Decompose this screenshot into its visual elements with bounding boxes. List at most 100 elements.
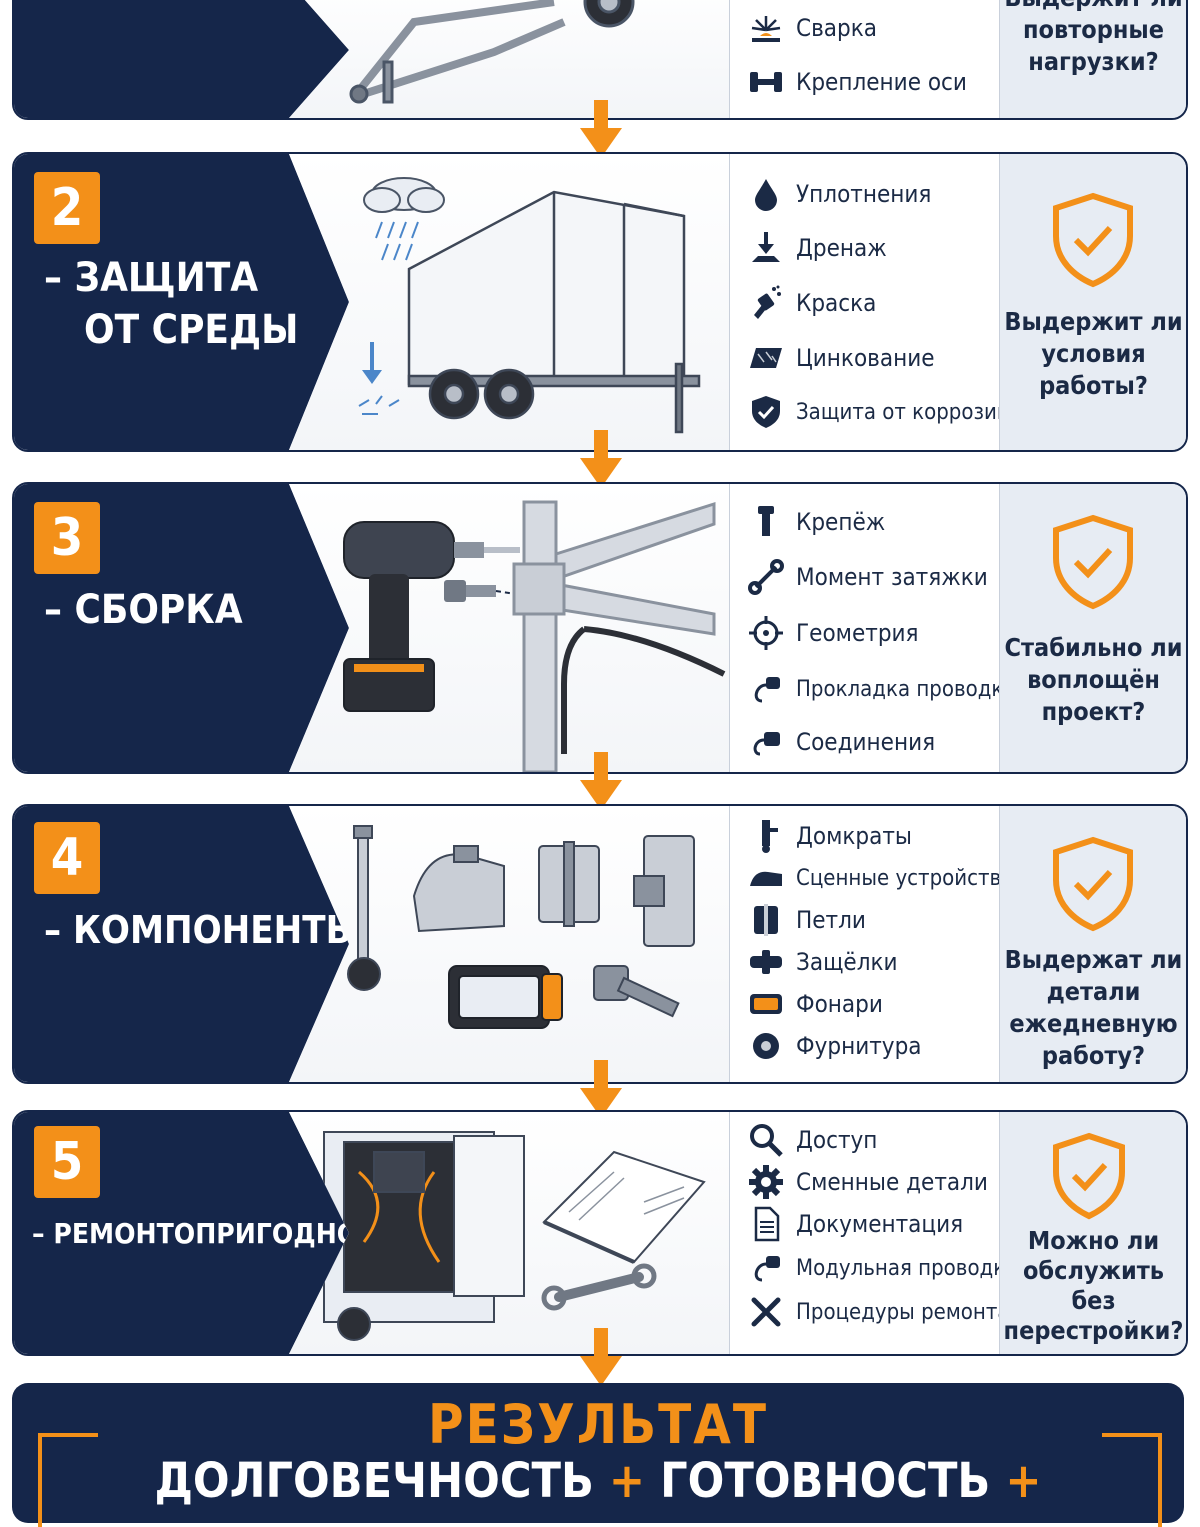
document-icon <box>748 1206 784 1242</box>
item-label: Модульная проводка <box>796 1255 1018 1281</box>
section-3-illustration <box>289 484 729 772</box>
item-label: Момент затяжки <box>796 563 988 591</box>
axle-icon <box>748 64 784 100</box>
bolt-icon <box>444 580 496 602</box>
lamp-icon <box>748 986 784 1022</box>
item-label: Защита от коррозии <box>796 399 1010 425</box>
section-question: Стабильно ли воплощён проект? <box>1004 633 1183 726</box>
lamp-icon <box>448 965 563 1029</box>
list-item: Цинкование <box>748 340 935 376</box>
list-item: Петли <box>748 902 866 938</box>
section-3-checklist: Крепёж Момент затяжки Геометрия Прокладк… <box>729 484 1016 772</box>
list-item: Уплотнения <box>748 176 931 212</box>
manual-book-icon <box>542 1150 706 1264</box>
corner-bracket-left <box>38 1433 98 1527</box>
shield-check-icon <box>1053 514 1133 610</box>
item-label: Крепёж <box>796 508 886 536</box>
item-label: Сварка <box>796 14 878 42</box>
tools-icon <box>748 1294 784 1330</box>
section-number-badge: 5 <box>34 1126 100 1198</box>
flow-arrow-icon <box>580 100 622 158</box>
section-5-checklist: Доступ Сменные детали Документация Модул… <box>729 1112 1017 1354</box>
water-drop-icon <box>748 176 784 212</box>
cordless-drill-icon <box>343 521 520 712</box>
galvanized-plate-icon <box>748 340 784 376</box>
bolt-icon <box>593 965 680 1018</box>
item-label: Доступ <box>796 1126 878 1154</box>
hardware-icon <box>748 1028 784 1064</box>
list-item: Модульная проводка <box>748 1250 1017 1286</box>
list-item: Крепёж <box>748 504 885 540</box>
result-summary: ДОЛГОВЕЧНОСТЬ + ГОТОВНОСТЬ + <box>12 1453 1184 1509</box>
section-1-navy-panel <box>14 0 349 118</box>
jack-icon <box>748 818 784 854</box>
list-item: Процедуры ремонта <box>748 1294 1009 1330</box>
section-4-question-panel: Выдержат ли детали ежедневную работу? <box>999 806 1186 1082</box>
enclosed-trailer-illustration <box>358 177 701 434</box>
item-label: Фонари <box>796 990 883 1018</box>
section-title: – СБОРКА <box>44 587 243 633</box>
list-item: Соединения <box>748 724 935 760</box>
jack-icon <box>347 825 381 991</box>
item-label: Уплотнения <box>796 180 932 208</box>
section-title: – ЗАЩИТА <box>44 255 259 301</box>
item-label: Фурнитура <box>796 1032 922 1060</box>
crosshair-icon <box>748 615 784 651</box>
list-item: Сварка <box>748 10 877 46</box>
flow-arrow-icon <box>580 430 622 488</box>
list-item: Защита от коррозии <box>748 394 1010 430</box>
section-2-card: 2 – ЗАЩИТА ОТ СРЕДЫ Упл <box>12 152 1188 452</box>
item-label: Защёлки <box>796 948 898 976</box>
item-label: Цинкование <box>796 344 935 372</box>
item-label: Краска <box>796 289 877 317</box>
spray-paint-icon <box>748 285 784 321</box>
item-label: Сценные устройства <box>796 865 1014 891</box>
trailer-frame-illustration <box>349 0 635 104</box>
hinge-icon <box>538 841 600 927</box>
gear-icon <box>748 1164 784 1200</box>
coupler-icon <box>748 860 784 896</box>
coupler-icon <box>412 845 505 933</box>
item-label: Дренаж <box>796 234 887 262</box>
item-label: Петли <box>796 906 866 934</box>
section-5-question-panel: Можно ли обслужить без перестройки? <box>999 1112 1186 1354</box>
section-5-card: 5 – РЕМОНТОПРИГОДНОСТЬ Доступ <box>12 1110 1188 1356</box>
list-item: Краска <box>748 285 876 321</box>
hinge-icon <box>748 902 784 938</box>
corner-bracket-right <box>1102 1433 1162 1527</box>
section-title: – КОМПОНЕНТЫ <box>44 908 362 952</box>
welding-spark-icon <box>748 10 784 46</box>
section-5-illustration <box>289 1112 729 1354</box>
section-2-checklist: Уплотнения Дренаж Краска Цинкование Защи… <box>729 154 1010 450</box>
result-plus-trailing: + <box>1005 1453 1042 1509</box>
section-title-line2: ОТ СРЕДЫ <box>84 307 299 353</box>
latch-icon <box>633 835 695 947</box>
shield-check-icon <box>1053 192 1133 288</box>
electrical-cabinet-icon <box>323 1131 525 1341</box>
item-label: Документация <box>796 1210 964 1238</box>
section-4-checklist: Домкраты Сценные устройства Петли Защёлк… <box>729 806 1013 1082</box>
result-plus: + <box>608 1453 646 1509</box>
section-4-card: 4 – КОМПОНЕНТЫ <box>12 804 1188 1084</box>
drill-and-frame-illustration <box>343 500 726 772</box>
components-illustration <box>347 825 695 1029</box>
section-3-question-panel: Стабильно ли воплощён проект? <box>999 484 1186 772</box>
list-item: Документация <box>748 1206 963 1242</box>
cable-icon <box>748 671 784 707</box>
item-label: Соединения <box>796 728 936 756</box>
item-label: Домкраты <box>796 822 912 850</box>
service-access-illustration <box>323 1131 706 1341</box>
section-3-card: 3 – СБОРКА Кр <box>12 482 1188 774</box>
section-2-illustration <box>289 154 729 450</box>
section-4-illustration <box>289 806 729 1082</box>
connector-icon <box>748 724 784 760</box>
wrench-icon <box>541 1263 657 1311</box>
cable-icon <box>748 1250 784 1286</box>
list-item: Защёлки <box>748 944 898 980</box>
list-item: Крепление оси <box>748 64 967 100</box>
section-number-badge: 3 <box>34 502 100 574</box>
magnifier-icon <box>748 1122 784 1158</box>
shield-check-icon <box>748 394 784 430</box>
section-1-checklist: Сварка Крепление оси <box>729 0 1000 118</box>
list-item: Сменные детали <box>748 1164 988 1200</box>
